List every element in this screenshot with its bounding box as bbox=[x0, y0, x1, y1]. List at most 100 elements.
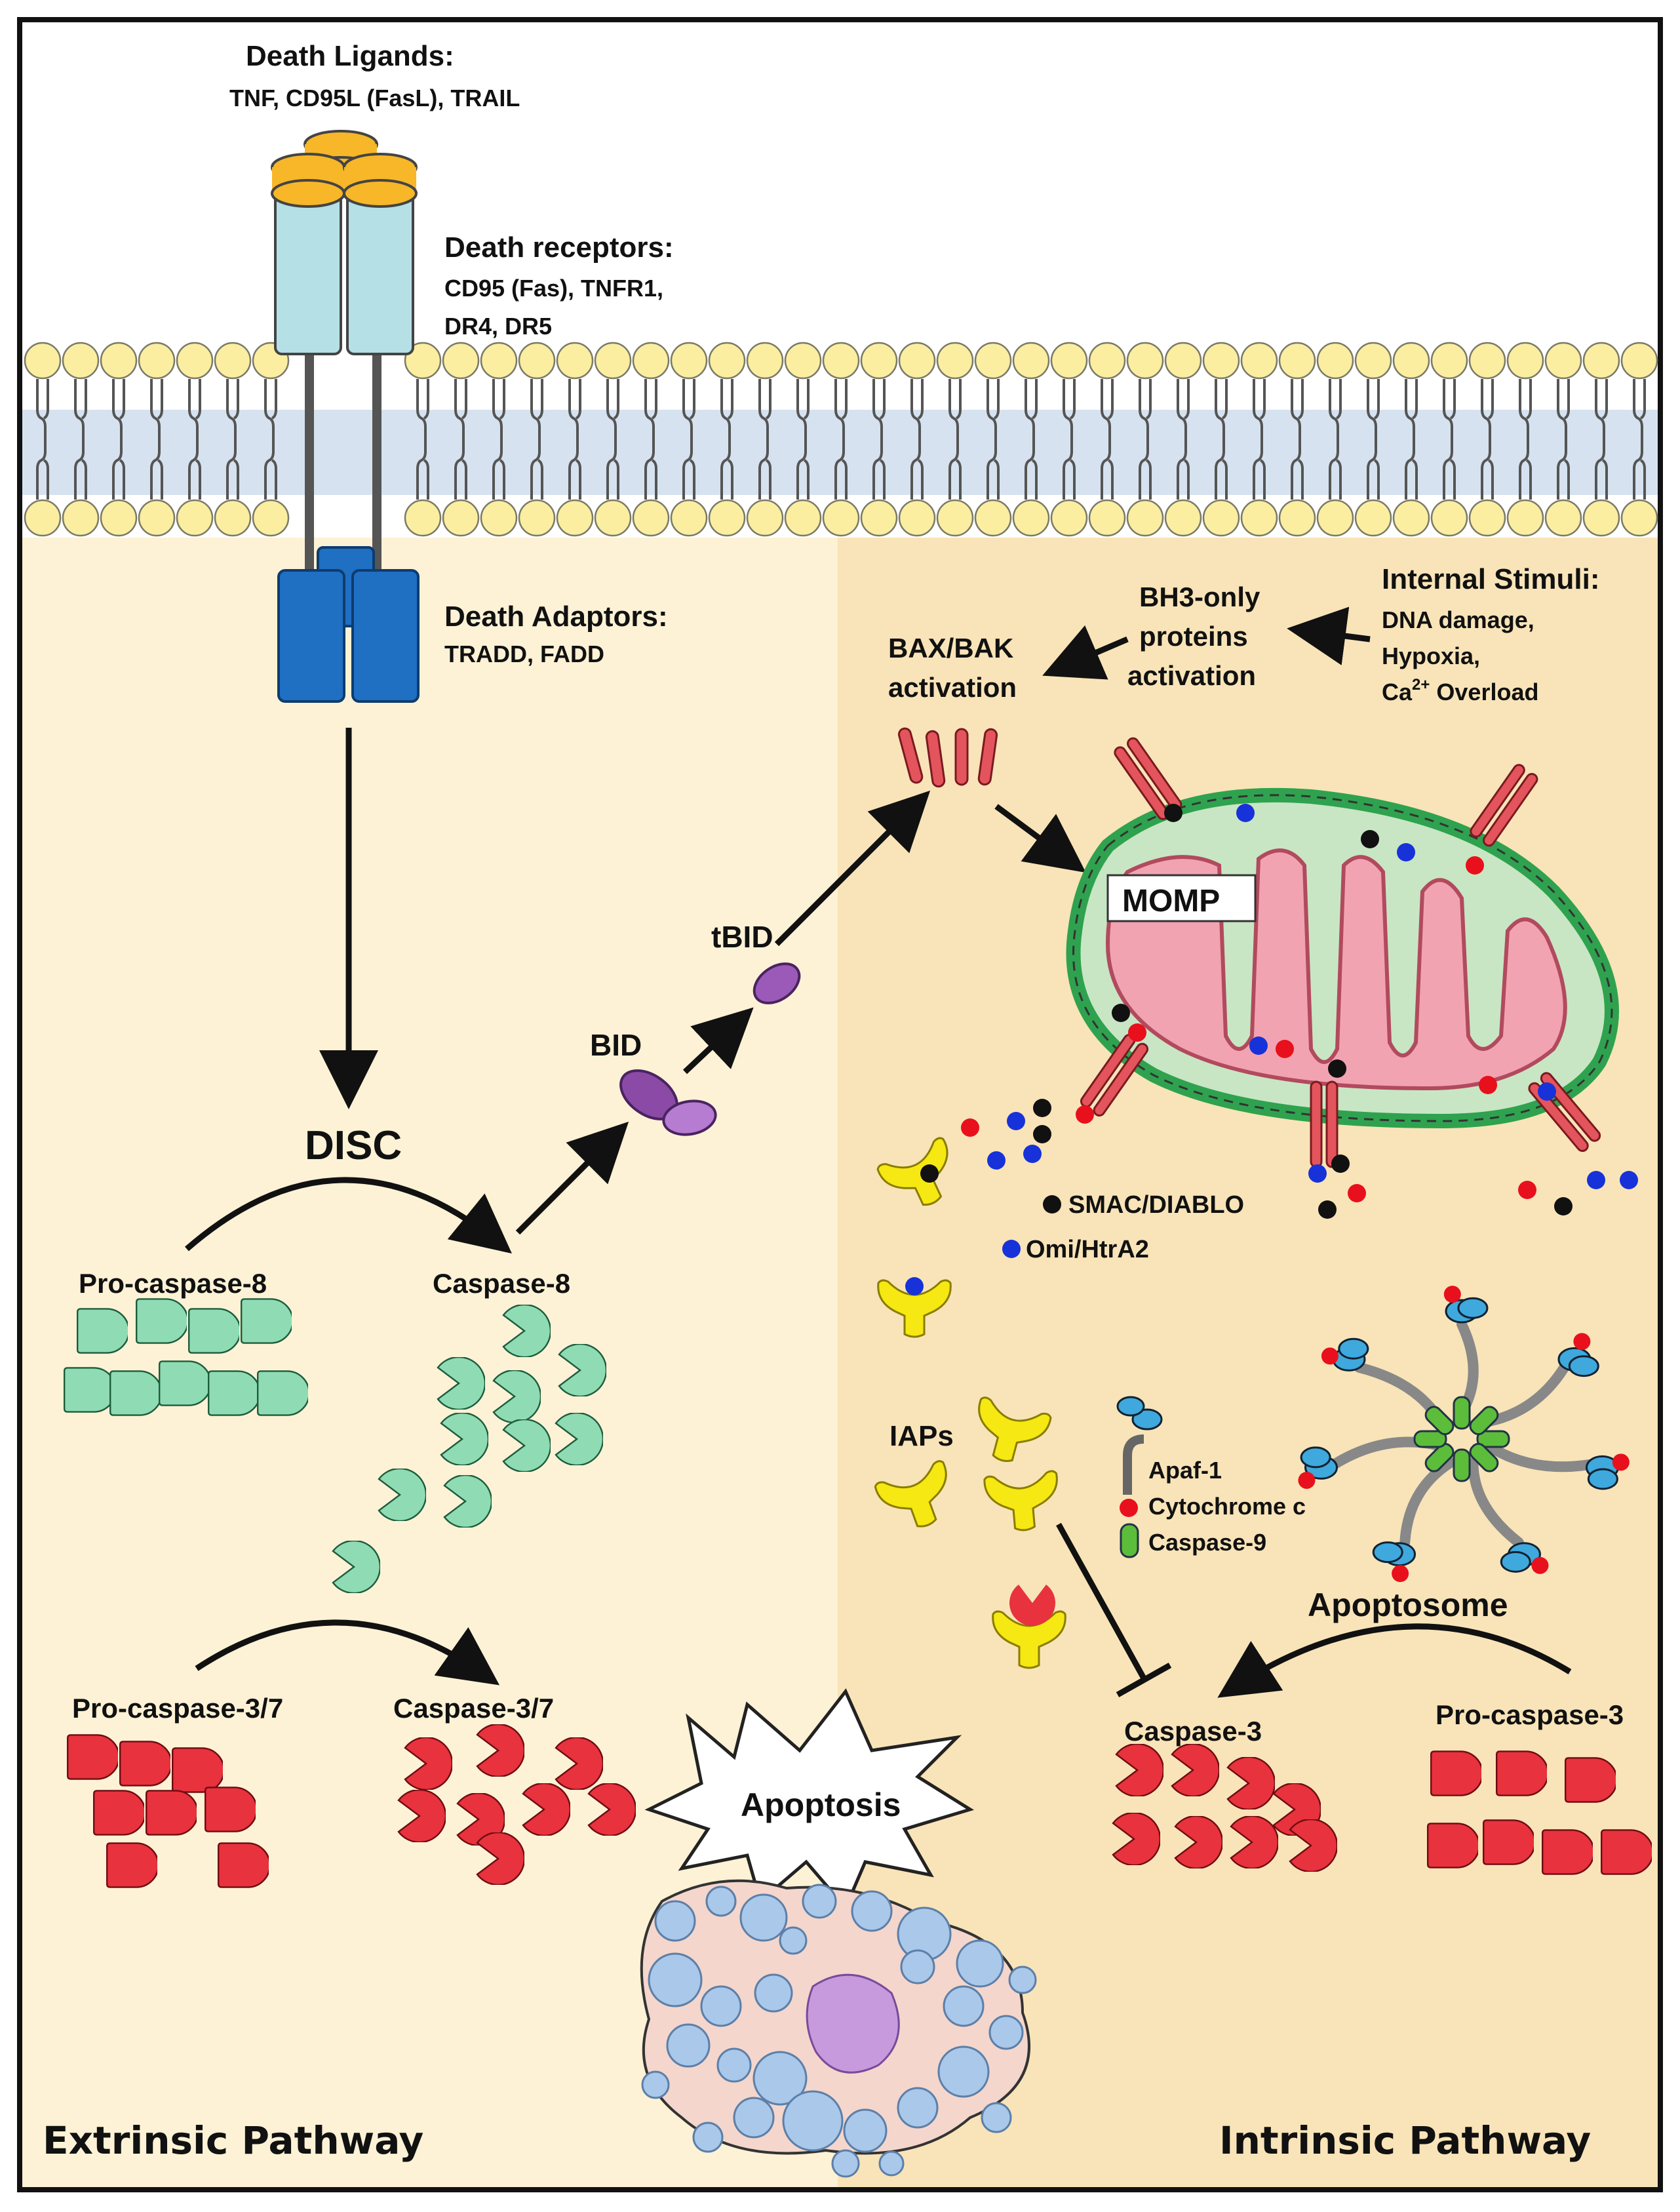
vesicle bbox=[831, 2149, 860, 2178]
protein-dot bbox=[961, 1118, 979, 1137]
bh3-line2: proteins bbox=[1139, 621, 1248, 652]
protein-dot bbox=[1328, 1059, 1346, 1078]
protein-dot bbox=[1587, 1171, 1605, 1189]
legend-apaf1-icon bbox=[1116, 1396, 1163, 1495]
ca-superscript: 2+ bbox=[1412, 676, 1430, 694]
apaf1-label: Apaf-1 bbox=[1148, 1457, 1222, 1484]
death-adaptors-list: TRADD, FADD bbox=[444, 641, 604, 667]
vesicle bbox=[700, 1985, 742, 2027]
ca-suffix: Overload bbox=[1430, 679, 1538, 705]
dying-cell bbox=[640, 1879, 1037, 2178]
protein-dot bbox=[1033, 1125, 1051, 1143]
vesicle bbox=[705, 1886, 737, 1917]
death-adaptor-complex bbox=[277, 546, 420, 703]
procaspase-mark bbox=[76, 1308, 128, 1354]
vesicle bbox=[641, 2070, 670, 2099]
apaf1-arm bbox=[1482, 1439, 1595, 1472]
bax-bak-oligomer bbox=[897, 727, 998, 788]
apoptosis-burst: Apoptosis bbox=[644, 1688, 975, 1911]
protein-dot bbox=[1331, 1155, 1350, 1173]
apaf1-arm bbox=[1468, 1457, 1524, 1548]
membrane-band bbox=[20, 410, 1660, 495]
bh3-line3: activation bbox=[1127, 660, 1256, 691]
apaf1-head bbox=[1587, 1468, 1618, 1490]
caspase-3-label: Caspase-3 bbox=[1124, 1716, 1262, 1747]
caspase-37-label: Caspase-3/7 bbox=[393, 1693, 554, 1724]
omi-label: Omi/HtrA2 bbox=[1026, 1236, 1149, 1263]
vesicle bbox=[779, 1926, 808, 1955]
apaf1-head bbox=[1457, 1297, 1489, 1319]
momp-box bbox=[1106, 874, 1257, 922]
tbid-protein bbox=[752, 962, 801, 1004]
protein-dot bbox=[1033, 1099, 1051, 1117]
vesicle bbox=[851, 1890, 893, 1932]
apaf1-head bbox=[1338, 1337, 1369, 1360]
death-ligands-title: Death Ligands: bbox=[246, 40, 454, 72]
bh3-line1: BH3-only bbox=[1139, 582, 1260, 612]
apaf1-head bbox=[1500, 1550, 1531, 1573]
arrow-bh3-to-bax bbox=[1042, 625, 1129, 680]
cytochrome-c bbox=[1531, 1556, 1549, 1574]
legend-casp9-icon bbox=[1120, 1523, 1139, 1558]
caspase-9 bbox=[1424, 1442, 1455, 1472]
legend-omi-dot bbox=[1002, 1240, 1021, 1258]
apoptosome-label: Apoptosome bbox=[1308, 1587, 1508, 1623]
arrows bbox=[185, 606, 1572, 1698]
procaspase-mark bbox=[135, 1298, 187, 1344]
protein-dot bbox=[1112, 1004, 1130, 1022]
apoptosis-label: Apoptosis bbox=[741, 1787, 901, 1823]
protein-dot bbox=[1318, 1200, 1337, 1219]
omi-bound-iap bbox=[905, 1277, 924, 1295]
arrow-tbid-to-bax bbox=[774, 790, 931, 947]
protein-dot bbox=[1538, 1082, 1556, 1101]
arrow-casp8-to-bid bbox=[515, 1121, 629, 1235]
procaspase-mark bbox=[205, 1787, 256, 1832]
apaf1-head bbox=[1372, 1541, 1403, 1564]
procaspase-mark bbox=[1430, 1750, 1481, 1796]
procaspase-mark bbox=[63, 1367, 115, 1413]
cytochrome-c bbox=[1321, 1347, 1338, 1365]
protein-dot bbox=[1007, 1112, 1025, 1130]
vesicle bbox=[754, 1973, 793, 2013]
arrow-bax-to-mito bbox=[994, 804, 1086, 873]
smac-label: SMAC/DIABLO bbox=[1068, 1191, 1244, 1219]
inhibition-iaps-to-casp3 bbox=[1056, 1522, 1146, 1680]
intrinsic-pathway-label: Intrinsic Pathway bbox=[1219, 2118, 1591, 2163]
cytochrome-c bbox=[1443, 1286, 1461, 1303]
ca-prefix: Ca bbox=[1382, 679, 1413, 705]
apoptosome-complex bbox=[1298, 1286, 1630, 1583]
vesicle bbox=[900, 1949, 935, 1985]
protein-dot bbox=[1076, 1105, 1094, 1124]
vesicle bbox=[648, 1952, 703, 2007]
protein-dot bbox=[1620, 1171, 1638, 1189]
protein-dot bbox=[1164, 804, 1182, 822]
death-receptors-title: Death receptors: bbox=[444, 231, 674, 264]
procaspase-mark bbox=[1541, 1829, 1593, 1875]
baxbak-line2: activation bbox=[888, 672, 1017, 703]
cytochrome-c bbox=[1573, 1333, 1591, 1351]
caspase-9 bbox=[1413, 1430, 1447, 1448]
procaspase-mark bbox=[1600, 1829, 1652, 1875]
protein-dot bbox=[1397, 843, 1415, 861]
inhibition-bar bbox=[1116, 1663, 1172, 1697]
procaspase-mark bbox=[188, 1308, 239, 1354]
cytc-label: Cytochrome c bbox=[1148, 1493, 1306, 1520]
vesicle bbox=[956, 1939, 1004, 1988]
vesicle bbox=[782, 2090, 844, 2152]
arrow-procasp8-to-casp8 bbox=[185, 1177, 512, 1254]
tbid-label: tBID bbox=[711, 920, 773, 954]
protein-dot bbox=[1518, 1181, 1536, 1199]
iaps-label: IAPs bbox=[889, 1420, 954, 1452]
procaspase-mark bbox=[109, 1370, 161, 1416]
mitochondrion: MOMP bbox=[1066, 787, 1619, 1129]
apaf1-arm bbox=[1399, 1457, 1456, 1548]
procaspase-mark bbox=[106, 1842, 157, 1888]
arrow-procasp3-to-casp3 bbox=[1217, 1623, 1572, 1698]
protein-dot bbox=[1276, 1040, 1294, 1058]
caspase-9 bbox=[1469, 1406, 1499, 1436]
protein-dot bbox=[1249, 1037, 1268, 1055]
procaspase-mark bbox=[1426, 1823, 1478, 1868]
momp-label: MOMP bbox=[1122, 884, 1220, 918]
procaspase-mark bbox=[208, 1370, 259, 1416]
